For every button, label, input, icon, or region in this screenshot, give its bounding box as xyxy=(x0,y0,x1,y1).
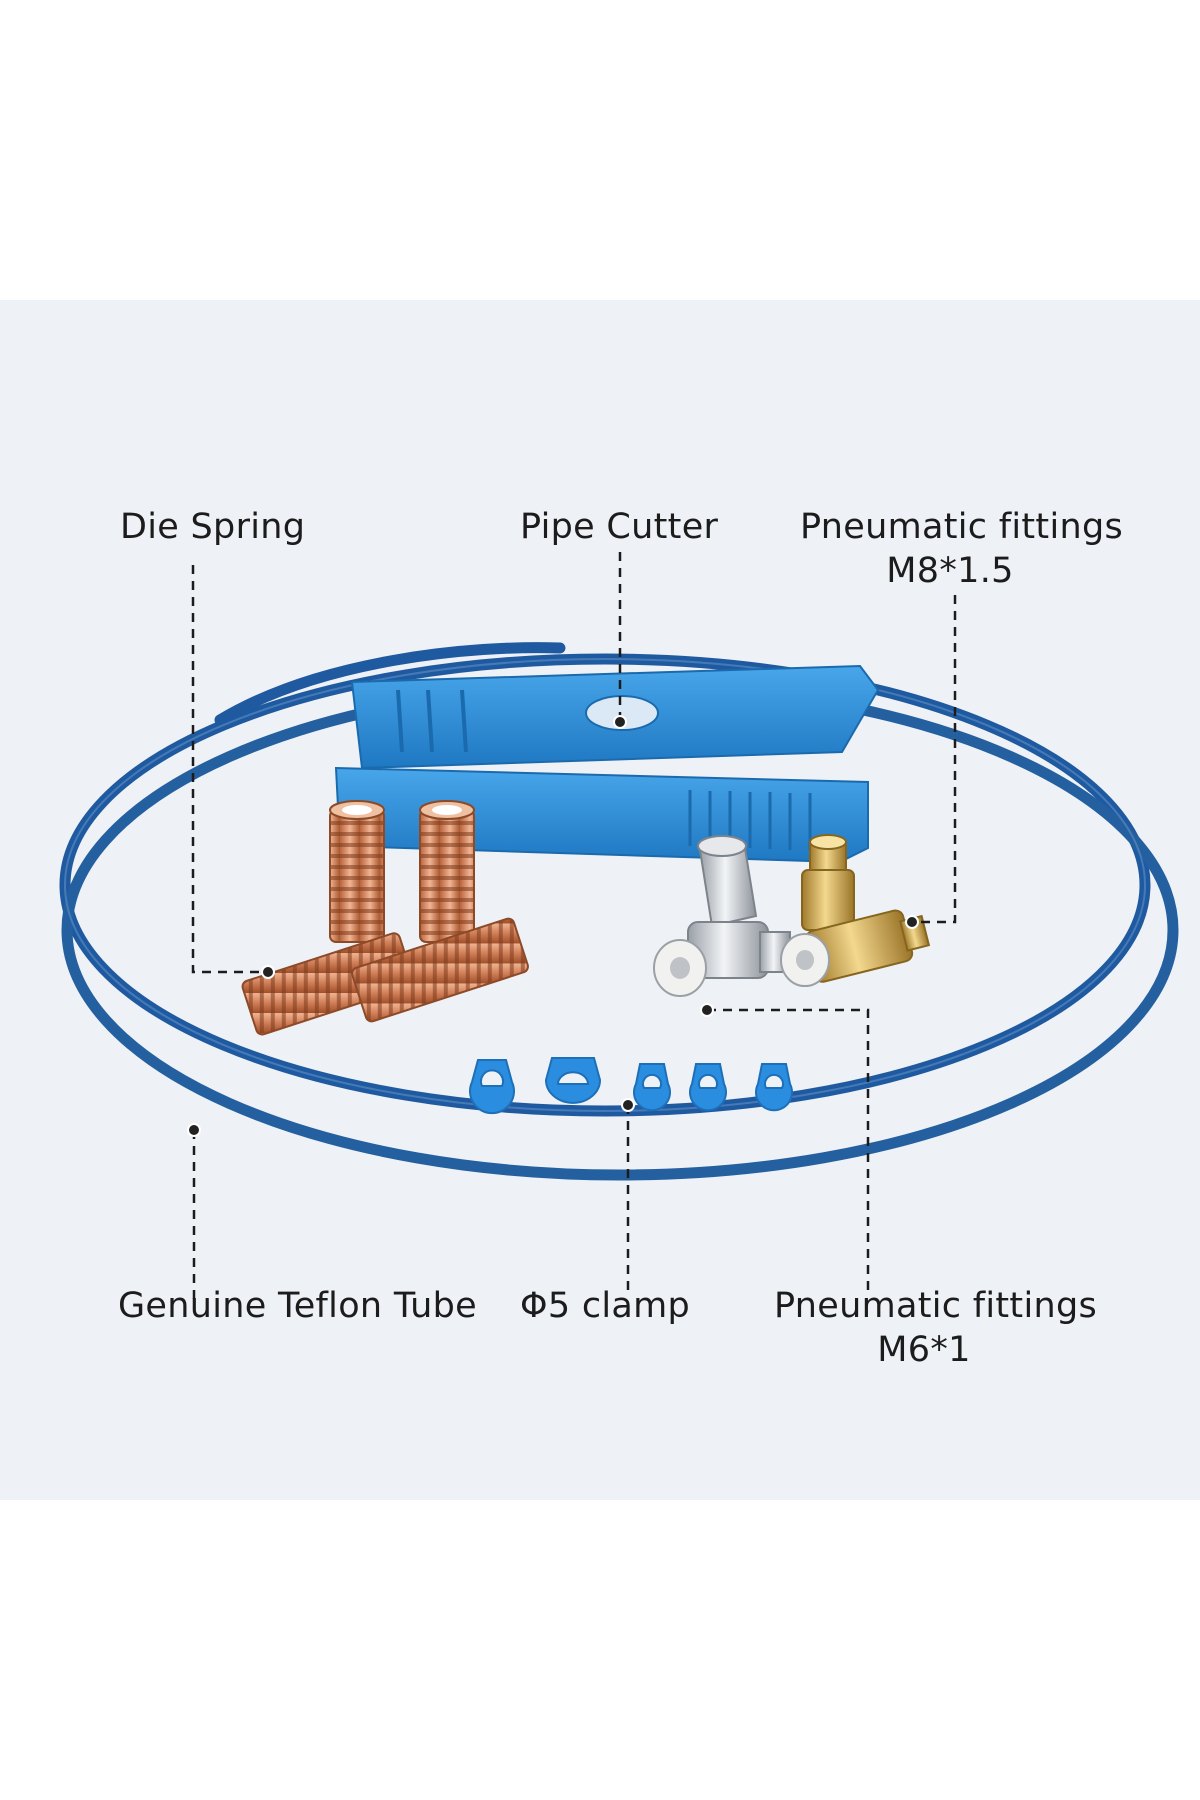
clamp-anchor-dot xyxy=(621,1098,635,1112)
fittings-m8-label-line1: Pneumatic fittings xyxy=(800,507,1123,547)
teflon-tube-label: Genuine Teflon Tube xyxy=(118,1284,477,1328)
pipe-cutter-anchor-dot xyxy=(613,715,627,729)
pipe-cutter-label: Pipe Cutter xyxy=(520,505,718,549)
pipe-cutter-icon xyxy=(334,664,880,864)
fittings-m6-anchor-dot xyxy=(700,1003,714,1017)
fittings-m8-label: Pneumatic fittings M8*1.5 xyxy=(800,505,1123,593)
die-spring-anchor-dot xyxy=(261,965,275,979)
teflon-tube-anchor-dot xyxy=(187,1123,201,1137)
fittings-m8-anchor-dot xyxy=(905,915,919,929)
clamp-label-text: Φ5 clamp xyxy=(520,1286,691,1326)
die-spring-label-text: Die Spring xyxy=(120,507,306,547)
product-panel xyxy=(0,300,1200,1500)
fittings-m6-label-line2: M6*1 xyxy=(877,1330,971,1370)
fittings-m8-label-line2: M8*1.5 xyxy=(886,551,1014,591)
teflon-tube-label-text: Genuine Teflon Tube xyxy=(118,1286,478,1326)
die-spring-label: Die Spring xyxy=(120,505,305,549)
fittings-m6-label: Pneumatic fittings M6*1 xyxy=(774,1284,1097,1372)
pipe-cutter-label-text: Pipe Cutter xyxy=(520,507,719,547)
die-spring-icon xyxy=(241,800,529,1036)
pneumatic-fitting-brass-icon xyxy=(780,834,931,987)
tube-clamp-icon xyxy=(469,1057,793,1115)
fittings-m6-leader-line xyxy=(707,1008,870,1292)
clamp-label: Φ5 clamp xyxy=(520,1284,690,1328)
die-spring-leader-line xyxy=(191,565,268,974)
fittings-m6-label-line1: Pneumatic fittings xyxy=(774,1286,1097,1326)
fittings-m8-leader-line xyxy=(912,595,957,924)
